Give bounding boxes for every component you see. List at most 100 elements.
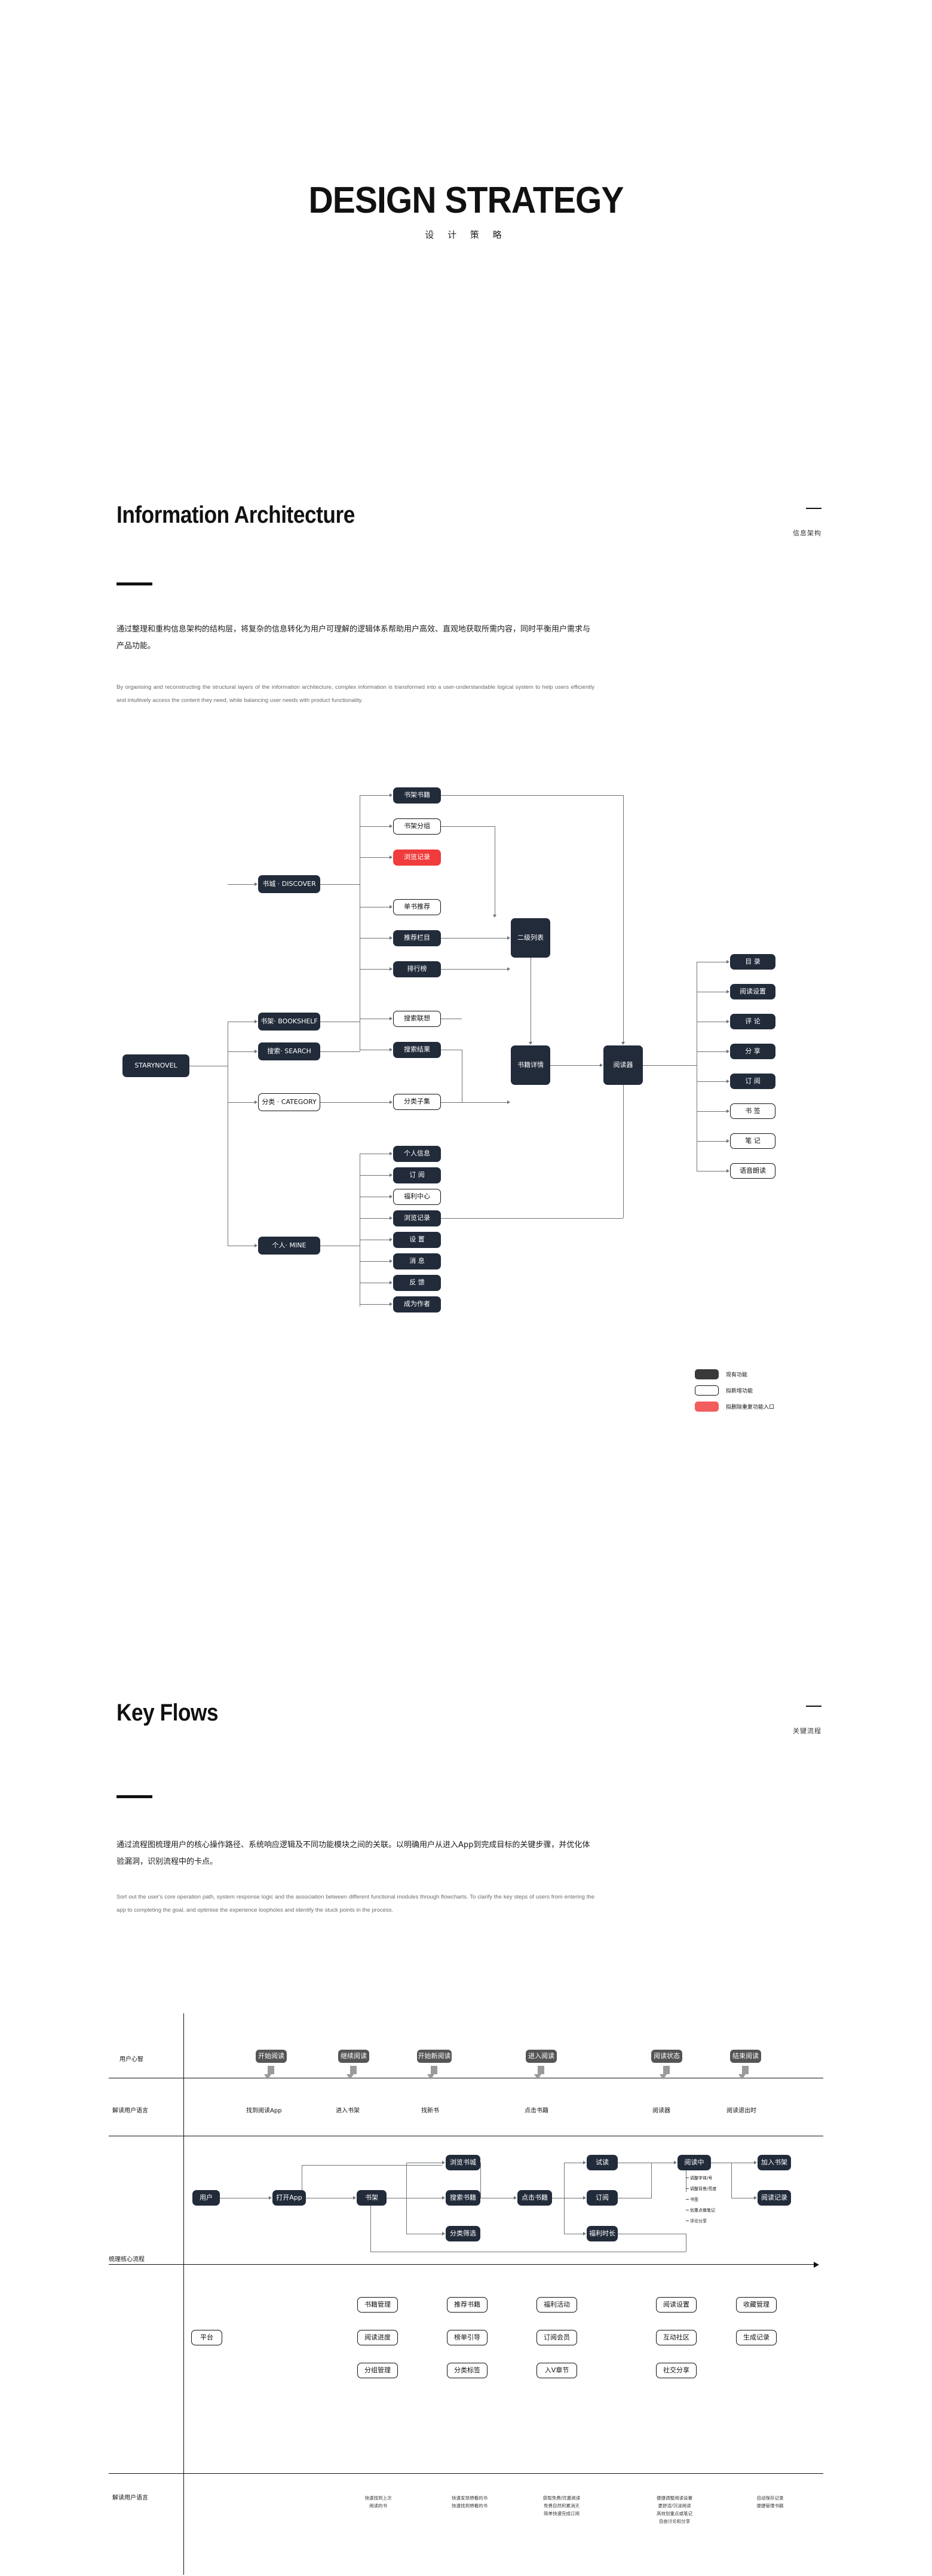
flow-mind-chip[interactable]: 开始阅读 [256, 2050, 287, 2063]
flow-node-open-app[interactable]: 打开App [272, 2190, 306, 2206]
legend-item: 拟删除重复功能入口 [695, 1402, 774, 1412]
flow-node-reading[interactable]: 阅读中 [677, 2155, 711, 2170]
section-title-cn-wrap: 信息架构 [702, 508, 821, 538]
ia-node-reader-comments[interactable]: 评 论 [730, 1014, 775, 1029]
ia-node-reader-share[interactable]: 分 享 [730, 1044, 775, 1059]
section-header-key-flows: Key Flows 关键流程 [116, 1700, 821, 1735]
flow-node-trial-read[interactable]: 试读 [587, 2155, 618, 2170]
ia-node-benefits[interactable]: 福利中心 [393, 1189, 441, 1205]
flow-platform-cell[interactable]: 榜单引导 [447, 2330, 488, 2345]
flow-language-label: 点击书籍 [525, 2108, 548, 2114]
core-flow-axis [109, 2264, 814, 2265]
arrow-icon [442, 2231, 445, 2235]
flow-platform-cell[interactable]: 书籍管理 [357, 2297, 398, 2313]
ia-node-feedback[interactable]: 反 馈 [393, 1275, 441, 1291]
ia-node-subscribe-mine[interactable]: 订 阅 [393, 1167, 441, 1183]
flow-platform-label[interactable]: 平台 [191, 2330, 222, 2345]
ia-node-shelf-history[interactable]: 浏览记录 [393, 850, 441, 866]
ia-node-settings[interactable]: 设 置 [393, 1232, 441, 1248]
ia-node-shelf-books[interactable]: 书架书籍 [393, 787, 441, 804]
ia-edge [228, 1051, 255, 1053]
arrow-icon [390, 1016, 393, 1020]
ia-node-discover[interactable]: 书城 · DISCOVER [258, 875, 320, 893]
ia-edge [360, 969, 390, 970]
ia-edge [360, 1175, 390, 1176]
ia-node-history-mine[interactable]: 浏览记录 [393, 1210, 441, 1226]
flow-platform-cell[interactable]: 福利活动 [536, 2297, 577, 2313]
flow-platform-cell[interactable]: 分组管理 [357, 2363, 398, 2378]
flow-node-bookshelf[interactable]: 书架 [357, 2190, 387, 2206]
flow-node-category-filter[interactable]: 分类筛选 [446, 2226, 480, 2241]
flow-mind-chip[interactable]: 阅读状态 [651, 2050, 682, 2063]
section-body-en: By organising and reconstructing the str… [116, 684, 594, 704]
flow-platform-cell[interactable]: 阅读进度 [357, 2330, 398, 2345]
ia-node-search[interactable]: 搜索· SEARCH [258, 1042, 320, 1060]
ia-node-reader-notes[interactable]: 笔 记 [730, 1133, 775, 1149]
ia-node-reader-toc[interactable]: 目 录 [730, 954, 775, 970]
ia-node-become-author[interactable]: 成为作者 [393, 1296, 441, 1312]
flow-node-read-record[interactable]: 阅读记录 [758, 2190, 791, 2206]
flow-node-benefit-time[interactable]: 福利时长 [587, 2226, 618, 2241]
ia-node-reader[interactable]: 阅读器 [603, 1045, 643, 1085]
arrow-icon [726, 1109, 729, 1113]
ia-node-reader-settings[interactable]: 阅读设置 [730, 984, 775, 999]
section-header-information-architecture: Information Architecture 信息架构 [116, 502, 821, 537]
flow-reader-option: 划重点做笔记 [690, 2208, 715, 2213]
ia-node-rec-column[interactable]: 推荐栏目 [393, 930, 441, 946]
flow-platform-cell[interactable]: 社交分享 [656, 2363, 697, 2378]
flow-node-browse-store[interactable]: 浏览书城 [446, 2155, 480, 2170]
flow-node-user[interactable]: 用户 [192, 2190, 220, 2206]
ia-node-category-sub[interactable]: 分类子集 [393, 1094, 441, 1110]
ia-node-reader-tts[interactable]: 语音朗读 [730, 1163, 775, 1179]
flow-mind-chip[interactable]: 继续阅读 [338, 2050, 369, 2063]
flow-node-search-book[interactable]: 搜索书籍 [446, 2190, 480, 2206]
arrow-icon [390, 824, 393, 828]
ia-node-root[interactable]: STARYNOVEL [122, 1054, 189, 1077]
arrow-icon [726, 1019, 729, 1023]
flow-platform-cell[interactable]: 订阅会员 [536, 2330, 577, 2345]
ia-node-bookshelf[interactable]: 书架· BOOKSHELF [258, 1013, 320, 1031]
ia-edge [697, 1141, 726, 1142]
ia-edge [360, 795, 390, 796]
ia-node-search-result[interactable]: 搜索结果 [393, 1042, 441, 1058]
flow-mind-chip[interactable]: 进入阅读 [526, 2050, 557, 2063]
flow-platform-cell[interactable]: 分类标签 [447, 2363, 488, 2378]
ia-edge [320, 884, 360, 885]
ia-edge [697, 1111, 726, 1112]
ia-node-profile[interactable]: 个人信息 [393, 1146, 441, 1162]
flow-mind-chip[interactable]: 结束阅读 [730, 2050, 761, 2063]
flow-reader-option: 评论分享 [690, 2219, 707, 2224]
flow-platform-cell[interactable]: 推荐书籍 [447, 2297, 488, 2313]
ia-edge [360, 1261, 390, 1262]
flow-platform-cell[interactable]: 收藏管理 [736, 2297, 777, 2313]
ia-node-book-detail[interactable]: 书籍详情 [511, 1045, 550, 1085]
ia-edge [697, 1051, 726, 1053]
flow-mind-chip[interactable]: 开始新阅读 [417, 2050, 452, 2063]
ia-node-reader-subscribe[interactable]: 订 阅 [730, 1074, 775, 1089]
flow-node-add-shelf[interactable]: 加入书架 [758, 2155, 791, 2170]
arrow-icon [390, 1216, 393, 1220]
ia-node-mine[interactable]: 个人· MINE [258, 1237, 320, 1255]
ia-node-ranking[interactable]: 排行榜 [393, 961, 441, 977]
ia-node-reader-bookmark[interactable]: 书 签 [730, 1103, 775, 1119]
arrow-icon [390, 1280, 393, 1284]
arrow-icon [726, 1049, 729, 1053]
arrow-icon [255, 1049, 257, 1053]
ia-edge [441, 1218, 623, 1219]
ia-node-second-list[interactable]: 二级列表 [511, 918, 550, 958]
flow-down-stem [268, 2066, 274, 2074]
ia-node-category[interactable]: 分类 · CATEGORY [258, 1093, 320, 1111]
arrow-icon [583, 2231, 586, 2235]
ia-node-messages[interactable]: 消 息 [393, 1253, 441, 1269]
flow-platform-cell[interactable]: 阅读设置 [656, 2297, 697, 2313]
flow-reader-option: 调整背景/亮度 [690, 2186, 717, 2191]
flow-platform-cell[interactable]: 入V章节 [536, 2363, 577, 2378]
ia-node-shelf-group[interactable]: 书架分组 [393, 818, 441, 835]
ia-node-single-rec[interactable]: 单书推荐 [393, 899, 441, 915]
arrow-icon [390, 1194, 393, 1198]
flow-platform-cell[interactable]: 互动社区 [656, 2330, 697, 2345]
flow-node-subscribe[interactable]: 订阅 [587, 2190, 618, 2206]
ia-node-search-suggest[interactable]: 搜索联想 [393, 1011, 441, 1027]
flow-platform-cell[interactable]: 生成记录 [736, 2330, 777, 2345]
flow-node-click-book[interactable]: 点击书籍 [517, 2190, 552, 2206]
